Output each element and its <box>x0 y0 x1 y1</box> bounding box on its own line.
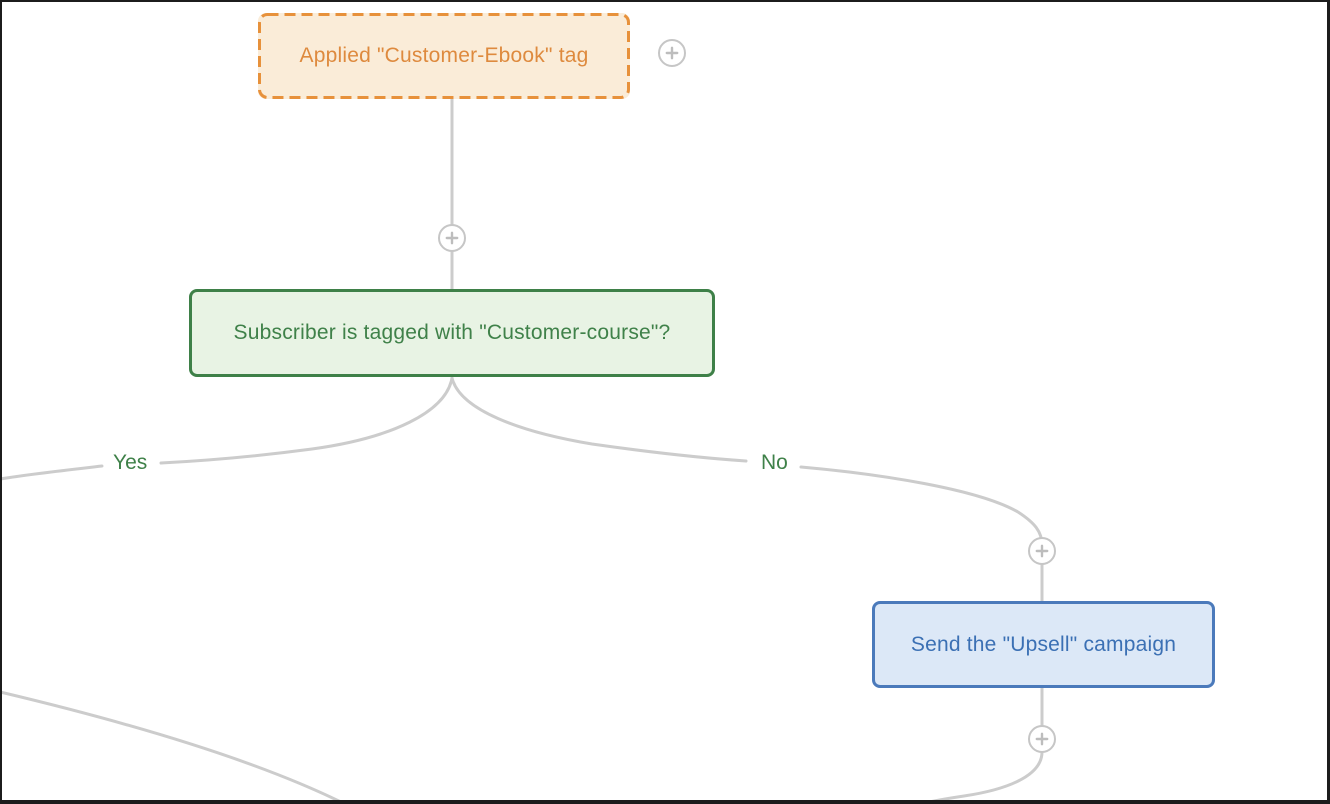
plus-icon <box>1035 732 1049 746</box>
connector-no-branch-upper <box>450 376 748 463</box>
connector-after-action-exit <box>931 750 1044 800</box>
connector-yes-branch-lower <box>2 464 104 481</box>
connector-bottom-left <box>2 690 341 800</box>
plus-icon <box>665 46 679 60</box>
branch-label-yes: Yes <box>109 451 152 475</box>
condition-node-label: Subscriber is tagged with "Customer-cour… <box>233 321 671 344</box>
action-node[interactable]: Send the "Upsell" campaign <box>872 601 1215 688</box>
add-step-button-no-branch[interactable] <box>1028 537 1056 565</box>
action-node-label: Send the "Upsell" campaign <box>910 632 1177 656</box>
add-step-button-after-action[interactable] <box>1028 725 1056 753</box>
condition-node[interactable]: Subscriber is tagged with "Customer-cour… <box>189 289 715 377</box>
plus-icon <box>445 231 459 245</box>
connector-no-branch-lower <box>799 465 1044 547</box>
connector-yes-branch-upper <box>159 376 454 465</box>
plus-icon <box>1035 544 1049 558</box>
branch-label-no: No <box>757 451 792 475</box>
add-trigger-button[interactable] <box>658 39 686 67</box>
add-step-button-between[interactable] <box>438 224 466 252</box>
trigger-node[interactable]: Applied "Customer-Ebook" tag <box>258 13 630 99</box>
trigger-node-label: Applied "Customer-Ebook" tag <box>299 44 589 67</box>
